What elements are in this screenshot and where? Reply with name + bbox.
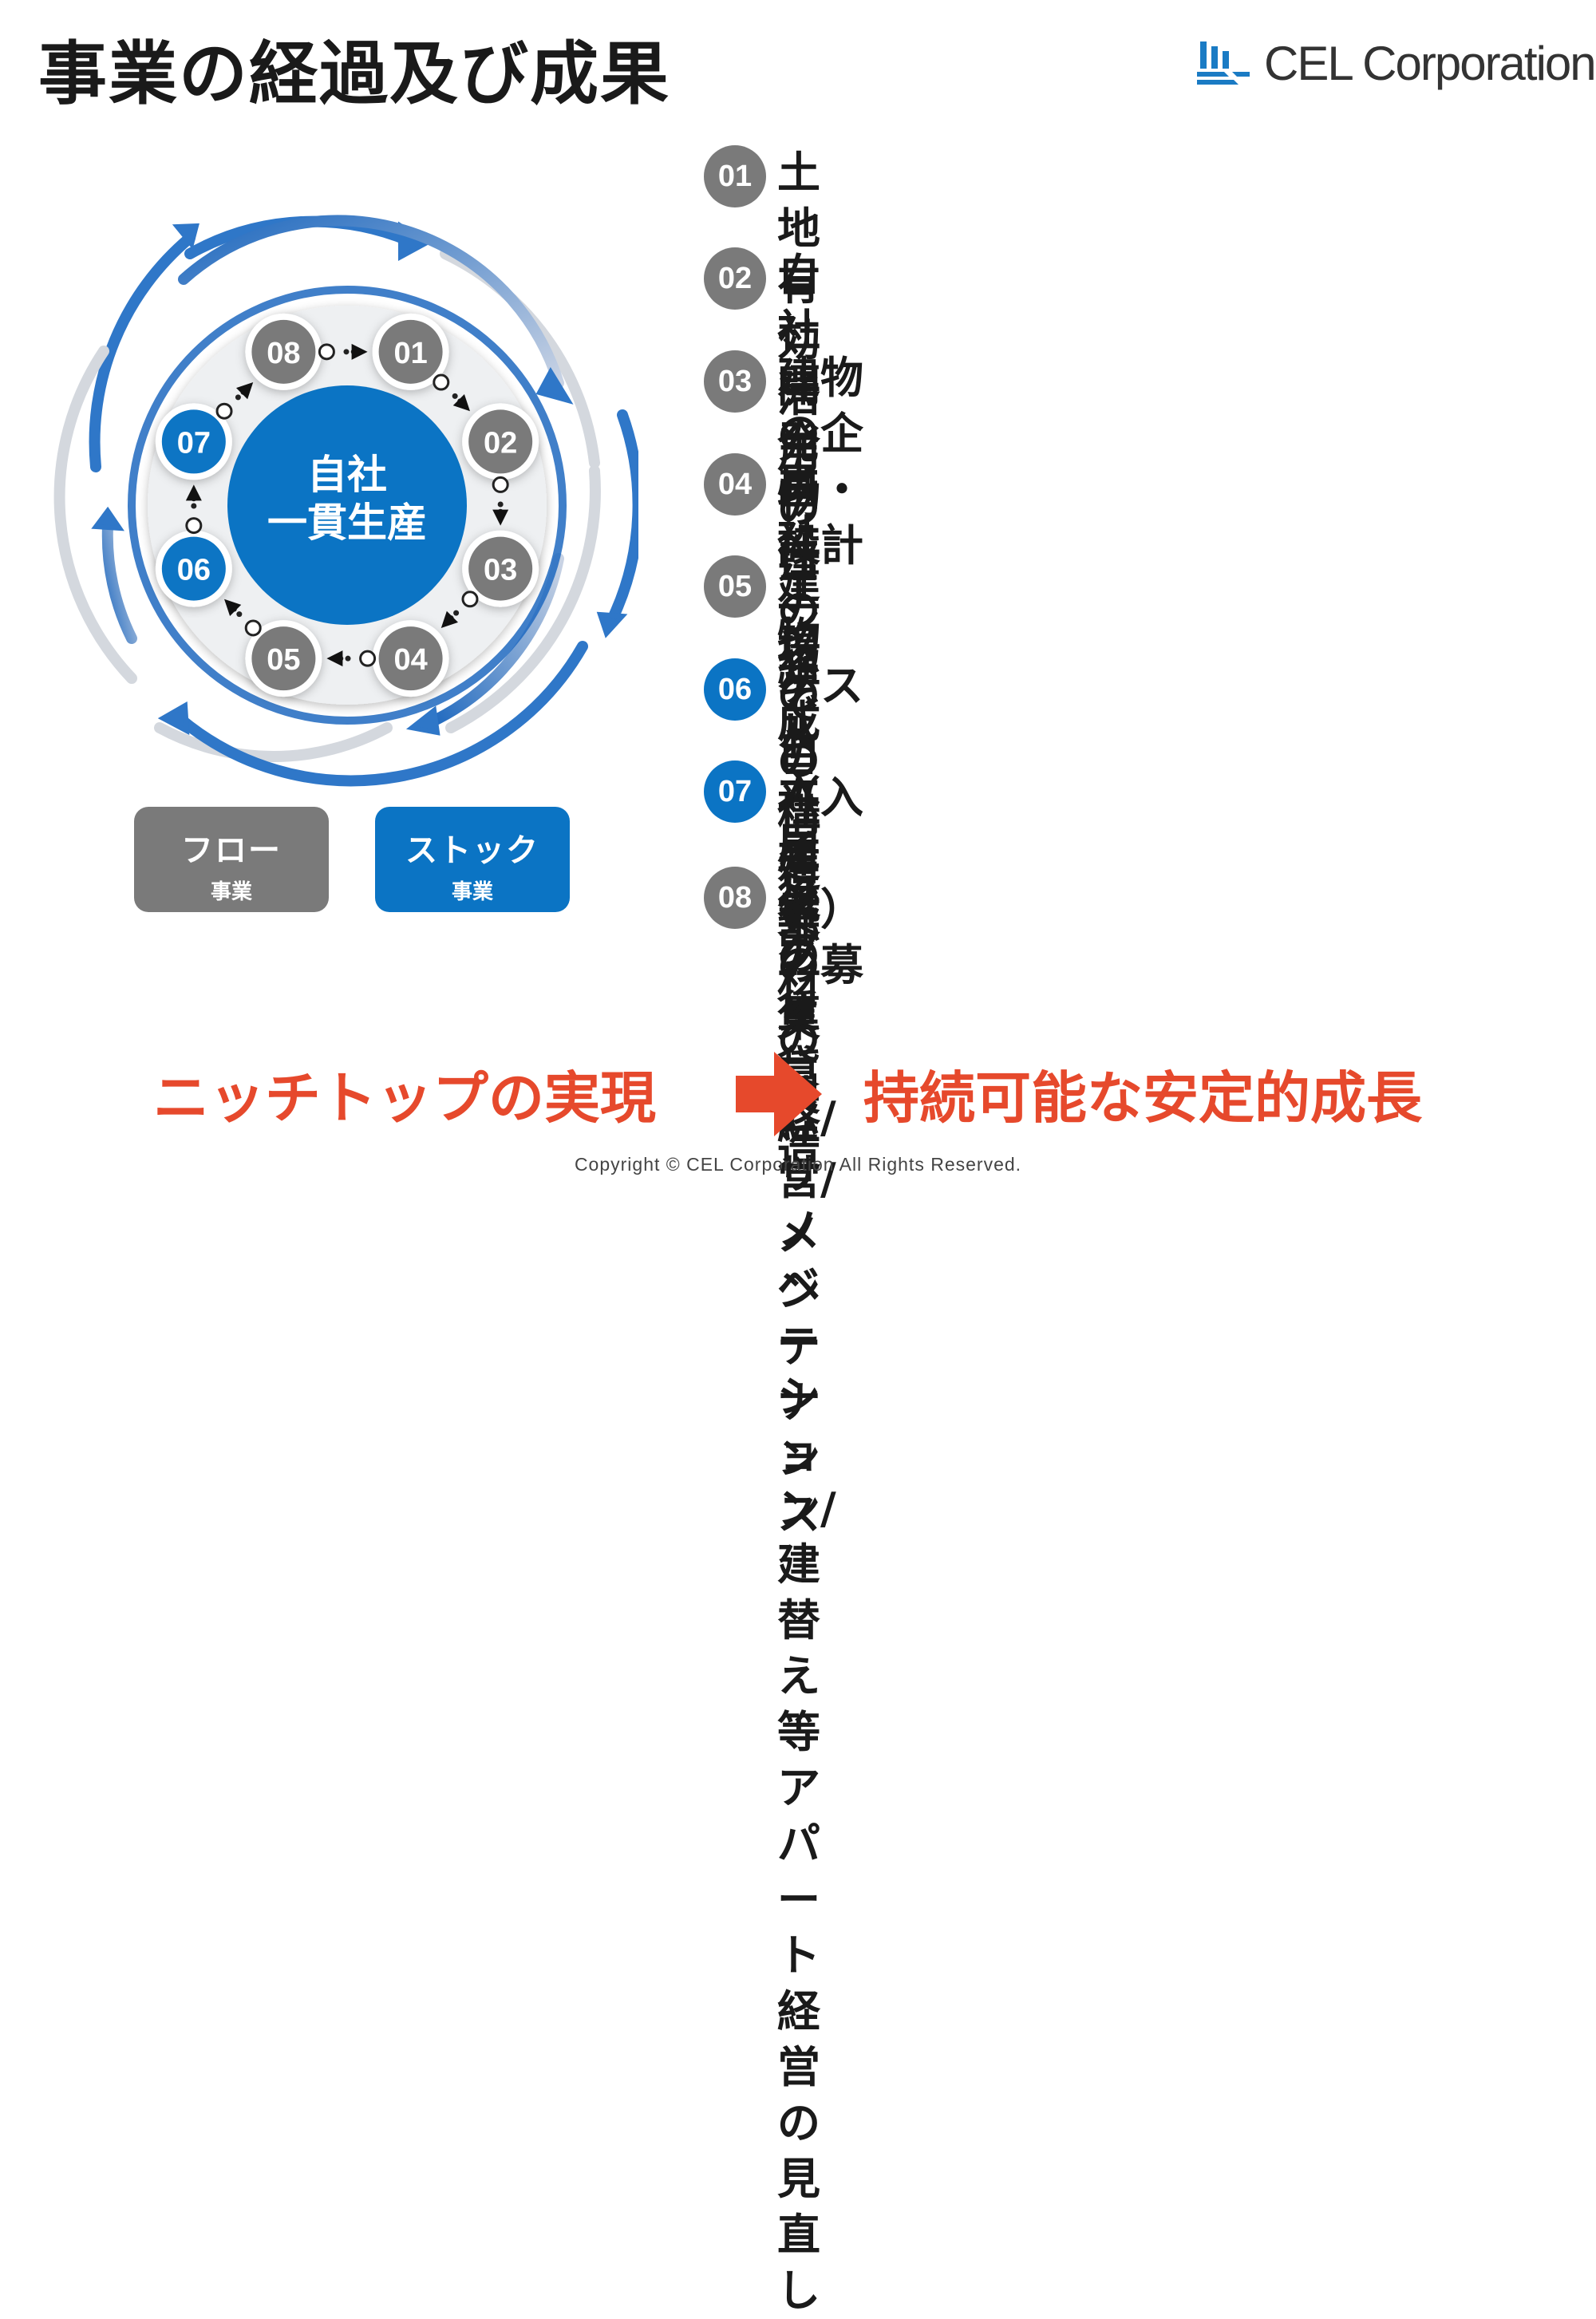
slogan-right: 持続可能な安定的成長 bbox=[863, 1055, 1422, 1132]
arc-track bbox=[154, 722, 393, 762]
step-text: 自社開発物件の組成 bbox=[777, 250, 820, 747]
connector-arrowhead bbox=[492, 509, 509, 526]
arc-track bbox=[53, 346, 137, 684]
connector-dot bbox=[453, 610, 460, 616]
stock-sub-label: 事業 bbox=[451, 880, 493, 904]
connector-arrowhead bbox=[326, 650, 343, 667]
step-number-badge: 06 bbox=[704, 658, 766, 721]
cel-logo-icon bbox=[1197, 41, 1250, 85]
connector-dot bbox=[191, 503, 197, 509]
step-number-badge: 05 bbox=[704, 555, 766, 618]
arc-arrow bbox=[174, 641, 588, 787]
connector-arrowhead bbox=[440, 610, 458, 628]
center-label-1: 自社 bbox=[307, 452, 387, 498]
step-text: ゲスト（入居者）の募集 bbox=[777, 661, 863, 1046]
cycle-node-label: 01 bbox=[393, 337, 427, 370]
outer-arrows bbox=[53, 215, 638, 787]
stock-label: ストック bbox=[405, 832, 539, 869]
center-circle bbox=[227, 385, 467, 625]
center-label-2: 一貫生産 bbox=[267, 500, 427, 546]
cycle-node-label: 02 bbox=[484, 426, 517, 460]
logo-text: CEL Corporation bbox=[1264, 37, 1596, 90]
list-item: 02 自社開発物件の組成 bbox=[704, 247, 820, 750]
step-number-badge: 01 bbox=[704, 145, 766, 207]
stock-business-box: ストック 事業 bbox=[375, 807, 570, 912]
connector-start-dot bbox=[185, 517, 203, 535]
step-number-badge: 08 bbox=[704, 867, 766, 929]
connector-dot bbox=[345, 655, 351, 662]
connector-dot bbox=[497, 501, 504, 508]
company-logo: CEL Corporation bbox=[1197, 36, 1596, 91]
connector-dot bbox=[343, 349, 350, 355]
arc-arrow bbox=[609, 409, 638, 620]
cycle-node-label: 07 bbox=[177, 426, 211, 460]
connector-arrowhead bbox=[236, 382, 254, 400]
cycle-node-label: 03 bbox=[484, 554, 517, 587]
flow-business-box: フロー 事業 bbox=[134, 807, 329, 912]
arc-arrow bbox=[101, 521, 137, 644]
cycle-connectors bbox=[185, 343, 509, 667]
copyright: Copyright © CEL Corporation All Rights R… bbox=[574, 1154, 1022, 1175]
step-number-badge: 02 bbox=[704, 247, 766, 310]
cycle-node-label: 05 bbox=[267, 643, 300, 677]
step-number-badge: 07 bbox=[704, 760, 766, 823]
cycle-node-01 bbox=[372, 313, 449, 390]
slogan-left: ニッチトップの実現 bbox=[153, 1055, 656, 1132]
arc-arrow bbox=[425, 553, 564, 728]
arc-arrow bbox=[89, 232, 196, 472]
slogan-right-text: 持続可能な安定的成長 bbox=[863, 1065, 1422, 1131]
cycle-node-label: 06 bbox=[177, 554, 211, 587]
connector-start-dot bbox=[433, 373, 450, 391]
step-text: 土地有効活用のコンサルティング bbox=[777, 148, 820, 980]
step-text: 建物の自社建築 bbox=[777, 558, 820, 943]
business-cycle-diagram: 自社 一貫生産 01 02 03 04 05 06 07 08 bbox=[53, 215, 638, 787]
cycle-nodes: 01 02 03 04 05 06 07 08 bbox=[155, 313, 539, 697]
arc-arrow bbox=[178, 215, 564, 389]
cycle-node-label: 04 bbox=[393, 643, 427, 677]
list-item: 01 土地有効活用のコンサルティング bbox=[704, 145, 820, 983]
step-number-badge: 04 bbox=[704, 453, 766, 516]
list-item: 05 建物の自社建築 bbox=[704, 555, 820, 946]
step-text: 建物の企画・設計 bbox=[777, 353, 863, 571]
cycle-node-07 bbox=[155, 403, 232, 480]
connector-arrowhead bbox=[185, 484, 202, 501]
connector-start-dot bbox=[461, 591, 479, 608]
arrow-right-icon bbox=[736, 1052, 822, 1136]
connector-start-dot bbox=[492, 476, 509, 493]
page-title: 事業の経過及び成果 bbox=[38, 34, 670, 114]
connector-start-dot bbox=[359, 650, 377, 667]
connector-start-dot bbox=[244, 619, 262, 637]
inner-ring bbox=[128, 286, 567, 725]
slogan-left-text: ニッチトップの実現 bbox=[153, 1065, 656, 1131]
connector-dot bbox=[452, 393, 458, 399]
connector-dot bbox=[235, 394, 241, 401]
connector-dot bbox=[236, 611, 243, 618]
arc-track bbox=[445, 465, 601, 733]
cycle-node-05 bbox=[245, 620, 322, 697]
step-number-badge: 03 bbox=[704, 350, 766, 413]
connector-start-dot bbox=[318, 343, 335, 361]
flow-sub-label: 事業 bbox=[210, 880, 252, 904]
connector-arrowhead bbox=[224, 599, 242, 616]
cycle-node-03 bbox=[462, 530, 539, 607]
connector-arrowhead bbox=[351, 343, 368, 360]
connector-start-dot bbox=[215, 402, 233, 420]
flow-label: フロー bbox=[181, 832, 282, 869]
cycle-node-label: 08 bbox=[267, 337, 300, 370]
connector-arrowhead bbox=[452, 394, 470, 412]
